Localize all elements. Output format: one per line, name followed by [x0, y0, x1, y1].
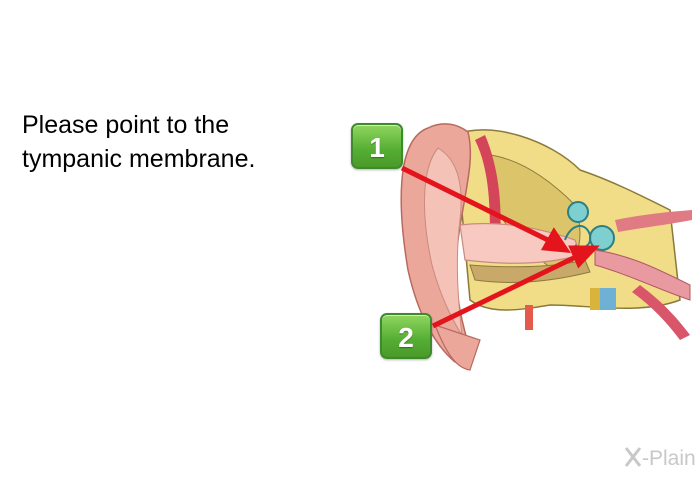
x-plain-logo: -Plain [624, 446, 696, 474]
nerve-strip [615, 210, 692, 232]
vessel-2 [600, 288, 616, 310]
question-text: Please point to the tympanic membrane. [22, 108, 322, 176]
question-line-1: Please point to the [22, 111, 230, 139]
lobule [433, 324, 481, 371]
answer-button-1[interactable]: 1 [351, 123, 403, 169]
eustachian-tube [594, 249, 691, 301]
lower-muscle [632, 285, 690, 340]
arrow-1 [400, 165, 560, 248]
vessel-1 [525, 305, 533, 330]
arrow-2-head [568, 245, 600, 269]
vessel-3 [590, 288, 600, 310]
x-plain-logo-icon [624, 447, 642, 467]
ear-anatomy-illustration [340, 100, 700, 390]
logo-text: -Plain [642, 447, 696, 470]
question-line-2: tympanic membrane. [22, 145, 256, 173]
arrow-1-head [540, 227, 571, 253]
answer-button-2[interactable]: 2 [380, 313, 432, 359]
pointer-arrows [400, 165, 600, 329]
arrow-2 [431, 249, 588, 329]
